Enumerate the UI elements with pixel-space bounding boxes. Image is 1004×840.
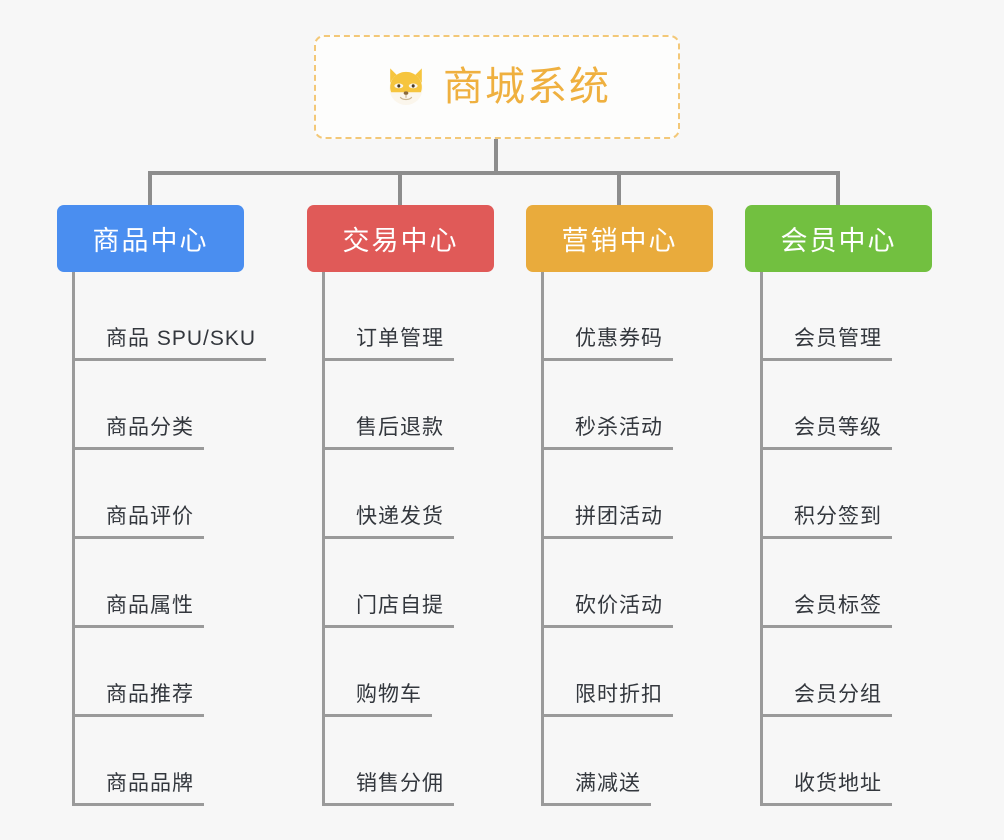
category-label-1: 商品中心 <box>92 226 209 256</box>
leaf-label: 销售分佣 <box>325 771 454 806</box>
leaf-item[interactable]: 商品评价 <box>75 450 204 539</box>
category-label-4: 会员中心 <box>780 226 897 256</box>
leaf-label: 商品属性 <box>75 593 204 628</box>
category-box-2[interactable]: 交易中心 <box>307 205 494 272</box>
leaf-label: 会员等级 <box>763 415 892 450</box>
leaf-label: 收货地址 <box>763 771 892 806</box>
leaf-item[interactable]: 会员等级 <box>763 361 892 450</box>
leaf-item[interactable]: 会员分组 <box>763 628 892 717</box>
root-node[interactable]: 商城系统 <box>314 35 680 139</box>
connector-drop-3 <box>617 171 621 207</box>
leaf-item[interactable]: 收货地址 <box>763 717 892 806</box>
leaf-item[interactable]: 快递发货 <box>325 450 454 539</box>
leaf-label: 商品品牌 <box>75 771 204 806</box>
leaf-item[interactable]: 售后退款 <box>325 361 454 450</box>
category-label-3: 营销中心 <box>561 226 678 256</box>
leaf-spine-1 <box>72 272 75 806</box>
connector-drop-1 <box>148 171 152 207</box>
category-box-1[interactable]: 商品中心 <box>57 205 244 272</box>
leaf-spine-2 <box>322 272 325 806</box>
leaf-item[interactable]: 商品分类 <box>75 361 204 450</box>
leaf-label: 商品分类 <box>75 415 204 450</box>
category-box-3[interactable]: 营销中心 <box>526 205 713 272</box>
leaf-label: 满减送 <box>544 771 651 806</box>
category-box-4[interactable]: 会员中心 <box>745 205 932 272</box>
leaf-label: 售后退款 <box>325 415 454 450</box>
leaf-item[interactable]: 商品品牌 <box>75 717 204 806</box>
leaf-item[interactable]: 砍价活动 <box>544 539 673 628</box>
leaf-item[interactable]: 商品属性 <box>75 539 204 628</box>
leaf-item[interactable]: 限时折扣 <box>544 628 673 717</box>
leaf-item[interactable]: 积分签到 <box>763 450 892 539</box>
leaf-label: 门店自提 <box>325 593 454 628</box>
leaf-item[interactable]: 拼团活动 <box>544 450 673 539</box>
leaf-label: 商品 SPU/SKU <box>75 326 267 361</box>
leaf-item[interactable]: 商品推荐 <box>75 628 204 717</box>
leaf-spine-4 <box>760 272 763 806</box>
leaf-label: 快递发货 <box>325 504 454 539</box>
leaf-item[interactable]: 商品 SPU/SKU <box>75 272 267 361</box>
connector-drop-4 <box>836 171 840 207</box>
connector-drop-2 <box>398 171 402 207</box>
leaf-item[interactable]: 购物车 <box>325 628 432 717</box>
leaf-item[interactable]: 秒杀活动 <box>544 361 673 450</box>
leaf-label: 购物车 <box>325 682 432 717</box>
leaf-item[interactable]: 销售分佣 <box>325 717 454 806</box>
leaf-label: 秒杀活动 <box>544 415 673 450</box>
leaf-item[interactable]: 会员管理 <box>763 272 892 361</box>
connector-horizontal-bus <box>150 171 840 175</box>
leaf-item[interactable]: 满减送 <box>544 717 651 806</box>
leaf-label: 拼团活动 <box>544 504 673 539</box>
leaf-label: 商品推荐 <box>75 682 204 717</box>
leaf-label: 会员管理 <box>763 326 892 361</box>
leaf-item[interactable]: 优惠券码 <box>544 272 673 361</box>
root-title: 商城系统 <box>443 65 611 109</box>
category-label-2: 交易中心 <box>342 226 459 256</box>
leaf-label: 限时折扣 <box>544 682 673 717</box>
leaf-spine-3 <box>541 272 544 806</box>
leaf-label: 会员标签 <box>763 593 892 628</box>
leaf-item[interactable]: 门店自提 <box>325 539 454 628</box>
leaf-item[interactable]: 会员标签 <box>763 539 892 628</box>
shiba-dog-face-icon <box>389 68 423 105</box>
connector-root-stem <box>494 139 498 175</box>
leaf-label: 砍价活动 <box>544 593 673 628</box>
leaf-label: 优惠券码 <box>544 326 673 361</box>
leaf-item[interactable]: 订单管理 <box>325 272 454 361</box>
leaf-label: 会员分组 <box>763 682 892 717</box>
leaf-label: 订单管理 <box>325 326 454 361</box>
leaf-label: 商品评价 <box>75 504 204 539</box>
leaf-label: 积分签到 <box>763 504 892 539</box>
